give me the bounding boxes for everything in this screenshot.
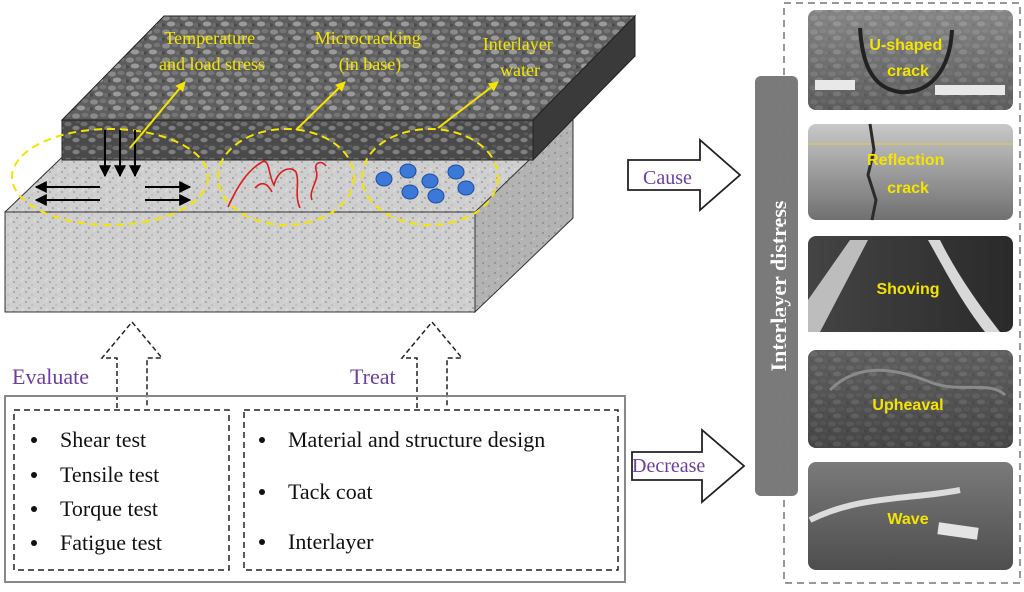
list-item: Shear test <box>60 427 146 452</box>
crack-zone <box>217 128 355 226</box>
base-layer-front <box>4 211 476 313</box>
stress-arrows-icon <box>34 130 192 206</box>
svg-text:Wave: Wave <box>887 511 928 528</box>
treat-box <box>243 409 619 571</box>
evaluate-label: Evaluate <box>12 364 89 389</box>
photo-shoving: Shoving <box>808 236 1013 332</box>
svg-text:Reflection crack: Reflection crack <box>867 152 949 197</box>
treat-label: Treat <box>350 364 396 389</box>
bullet-icon <box>259 539 265 545</box>
water-zone <box>361 128 499 226</box>
list-item: Tensile test <box>60 462 159 487</box>
bullet-icon <box>31 472 37 478</box>
list-item: Tack coat <box>288 479 373 504</box>
bullet-icon <box>31 540 37 546</box>
distress-title: Interlayer distress <box>766 200 791 371</box>
photo-reflection-crack: Reflection crack <box>808 123 1013 221</box>
photo-upheaval: Upheaval <box>808 350 1013 448</box>
evaluate-up-arrow <box>100 320 164 408</box>
list-item: Interlayer <box>288 529 374 554</box>
label-pointer-arrows <box>129 81 499 149</box>
evaluate-list: Shear test Tensile test Torque test Fati… <box>31 427 162 555</box>
label-temperature: Temperature and load stress <box>159 28 265 74</box>
surface-layer-front <box>61 119 534 161</box>
photo-u-shaped-crack: U-shaped crack <box>808 10 1013 110</box>
svg-text:Shoving: Shoving <box>876 281 939 298</box>
bullet-icon <box>31 437 37 443</box>
list-item: Material and structure design <box>288 427 545 452</box>
cause-arrow <box>627 138 742 212</box>
decrease-label: Decrease <box>632 455 705 477</box>
evaluate-box <box>13 409 230 571</box>
list-item: Torque test <box>60 496 158 521</box>
label-interlayer-water: Interlayer water <box>483 34 557 80</box>
bullet-icon <box>259 489 265 495</box>
bullet-icon <box>259 437 265 443</box>
svg-text:Upheaval: Upheaval <box>872 397 943 414</box>
treat-list: Material and structure design Tack coat … <box>259 427 545 554</box>
pavement-block <box>4 14 637 314</box>
microcrack-icon <box>227 160 327 209</box>
svg-text:U-shaped crack: U-shaped crack <box>869 37 946 80</box>
label-microcracking: Microcracking (in base) <box>315 28 425 75</box>
decrease-arrow <box>631 428 746 504</box>
distress-bar <box>755 76 798 496</box>
methods-outer-box <box>4 395 626 583</box>
cause-label: Cause <box>643 167 692 189</box>
water-droplet-icon <box>375 163 475 204</box>
stress-zone <box>11 128 209 226</box>
treat-up-arrow <box>400 320 464 408</box>
bullet-icon <box>31 506 37 512</box>
surface-layer-side <box>532 14 636 162</box>
photo-wave: Wave <box>808 462 1013 570</box>
list-item: Fatigue test <box>60 530 162 555</box>
